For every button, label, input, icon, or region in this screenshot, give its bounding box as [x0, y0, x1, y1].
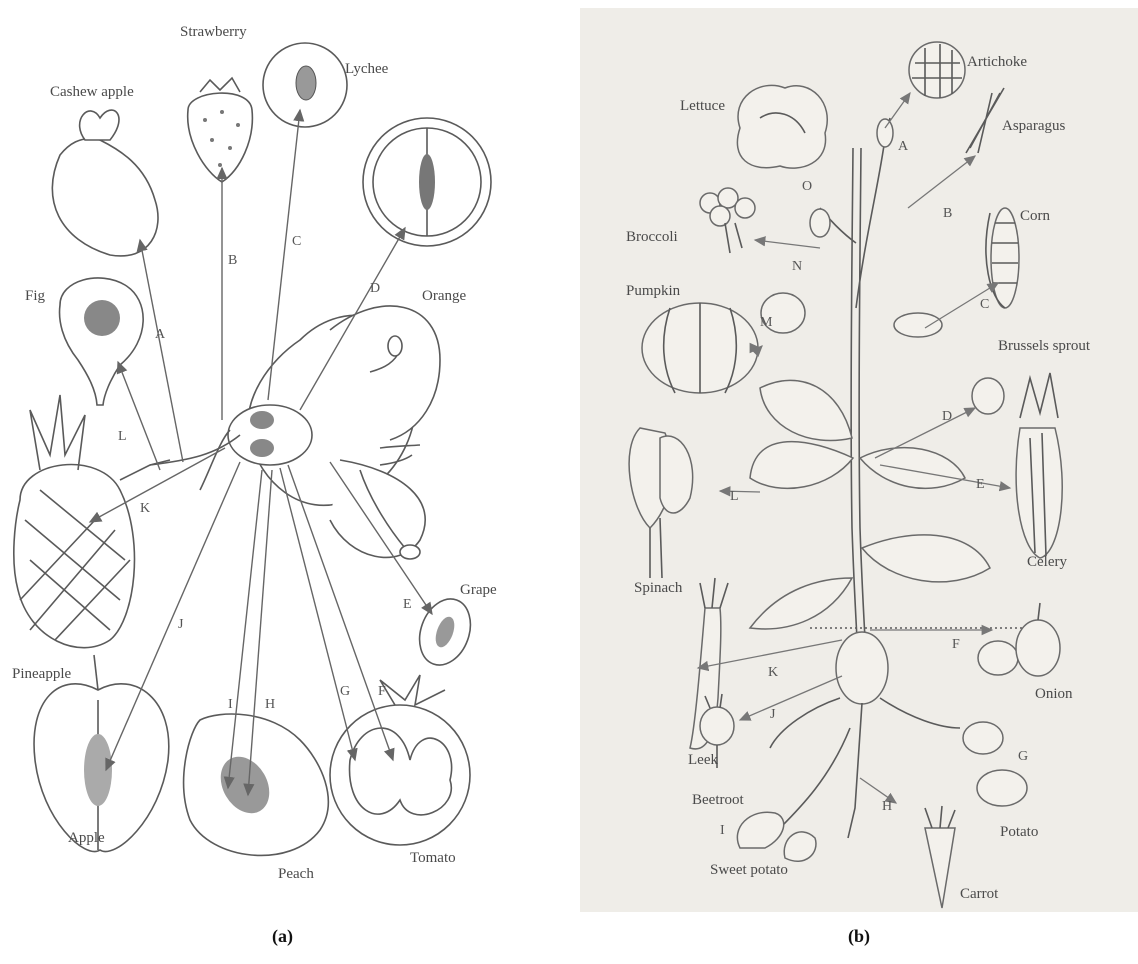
caption-b: (b): [848, 926, 870, 947]
apple-illustration: [34, 655, 169, 852]
celery-illustration: [1016, 373, 1062, 558]
fruit-diagram-svg: A B C D E F G H I J K L Strawberry Lyche…: [0, 0, 575, 912]
veg-letter-d: D: [942, 409, 952, 424]
strawberry-illustration: [188, 78, 253, 182]
onion-illustration: [978, 603, 1060, 676]
fruit-letter-k: K: [140, 501, 150, 516]
veg-letter-g: G: [1018, 749, 1028, 764]
fig-illustration: [60, 278, 144, 405]
potato-illustration: [963, 722, 1027, 806]
artichoke-illustration: [909, 42, 965, 98]
veg-letter-e: E: [976, 477, 985, 492]
label-pineapple: Pineapple: [12, 666, 71, 682]
corn-illustration: [986, 208, 1019, 308]
pumpkin-illustration: [642, 303, 758, 393]
label-brussels-sprout: Brussels sprout: [998, 338, 1091, 354]
label-onion: Onion: [1035, 686, 1073, 702]
veg-letter-n: N: [792, 259, 802, 274]
cashew-apple-illustration: [52, 110, 158, 256]
label-peach: Peach: [278, 866, 314, 882]
label-lettuce: Lettuce: [680, 98, 725, 114]
fruit-letter-h: H: [265, 697, 275, 712]
veg-letter-j: J: [770, 707, 776, 722]
fruit-letter-i: I: [228, 697, 233, 712]
spinach-illustration: [629, 428, 693, 578]
fruit-letter-a: A: [155, 327, 166, 342]
label-lychee: Lychee: [345, 61, 389, 77]
veg-letter-h: H: [882, 799, 892, 814]
panel-b-vegetable-diagram: A B C D E F G H I J K L M N O Artichoke …: [580, 8, 1138, 912]
peach-illustration: [184, 714, 329, 855]
label-potato: Potato: [1000, 824, 1038, 840]
lychee-illustration: [263, 43, 347, 127]
label-artichoke: Artichoke: [967, 54, 1027, 70]
veg-letter-k: K: [768, 665, 778, 680]
veg-letter-i: I: [720, 823, 725, 838]
label-grape: Grape: [460, 582, 497, 598]
fruit-letter-e: E: [403, 597, 412, 612]
label-asparagus: Asparagus: [1002, 118, 1065, 134]
fruit-letter-g: G: [340, 684, 350, 699]
lettuce-illustration: [737, 85, 827, 168]
label-apple: Apple: [68, 830, 105, 846]
carrot-illustration: [925, 806, 955, 908]
veg-letter-f: F: [952, 637, 960, 652]
veg-letter-m: M: [760, 315, 773, 330]
fruit-letter-d: D: [370, 281, 380, 296]
label-orange: Orange: [422, 288, 466, 304]
veg-letter-l: L: [730, 489, 739, 504]
label-beetroot: Beetroot: [692, 792, 744, 808]
veg-letter-o: O: [802, 179, 812, 194]
label-fig: Fig: [25, 288, 46, 304]
sweet-potato-illustration: [737, 812, 816, 861]
label-carrot: Carrot: [960, 886, 999, 902]
label-celery: Celery: [1027, 554, 1067, 570]
label-pumpkin: Pumpkin: [626, 283, 681, 299]
fruit-letter-c: C: [292, 234, 301, 249]
fruit-letter-j: J: [178, 617, 184, 632]
label-sweet-potato: Sweet potato: [710, 862, 788, 878]
caption-a: (a): [272, 926, 293, 947]
fruit-letter-l: L: [118, 429, 127, 444]
tomato-illustration: [330, 675, 470, 845]
vegetable-diagram-svg: A B C D E F G H I J K L M N O Artichoke …: [580, 8, 1138, 912]
label-broccoli: Broccoli: [626, 229, 678, 245]
broccoli-illustration: [700, 188, 755, 253]
veg-letter-c: C: [980, 297, 989, 312]
panel-a-fruit-diagram: A B C D E F G H I J K L Strawberry Lyche…: [0, 0, 575, 912]
label-cashew-apple: Cashew apple: [50, 84, 134, 100]
label-strawberry: Strawberry: [180, 24, 247, 40]
fruit-letter-f: F: [378, 684, 386, 699]
flower-illustration: [120, 306, 440, 559]
asparagus-illustration: [966, 88, 1004, 153]
label-spinach: Spinach: [634, 580, 683, 596]
orange-illustration: [363, 118, 491, 246]
label-tomato: Tomato: [410, 850, 456, 866]
brussels-sprout-illustration: [972, 378, 1004, 414]
label-corn: Corn: [1020, 208, 1051, 224]
label-leek: Leek: [688, 752, 718, 768]
fruit-letter-b: B: [228, 253, 237, 268]
grape-illustration: [411, 592, 479, 672]
pineapple-illustration: [14, 395, 135, 648]
veg-letter-a: A: [898, 139, 909, 154]
veg-letter-b: B: [943, 206, 952, 221]
